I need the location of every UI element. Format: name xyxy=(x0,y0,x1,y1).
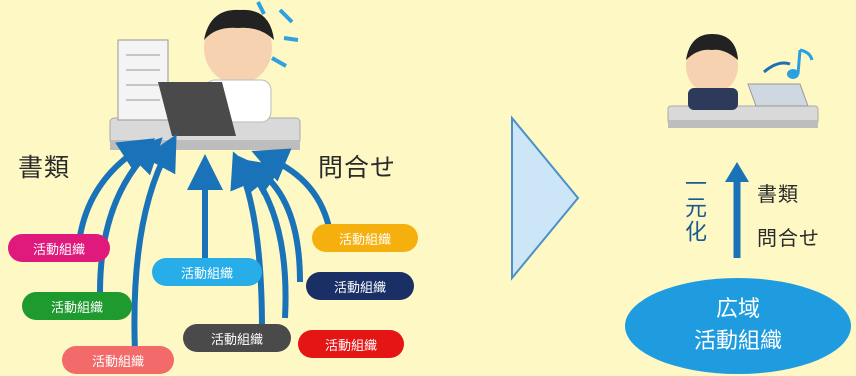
docs-label-right: 書類 xyxy=(757,182,799,206)
wide-area-org-bubble: 広域 活動組織 xyxy=(625,278,851,374)
docs-label-left: 書類 xyxy=(18,153,71,182)
bubble-line-2: 活動組織 xyxy=(693,329,782,354)
bubble-line-1: 広域 xyxy=(715,297,760,322)
arrow-3 xyxy=(131,134,177,353)
arrow-2 xyxy=(97,137,163,293)
inquiry-label-right: 問合せ xyxy=(757,226,820,250)
activity-org-tag: 活動組織 xyxy=(22,292,132,320)
activity-org-tag: 活動組織 xyxy=(8,234,110,262)
activity-org-tag: 活動組織 xyxy=(183,324,291,352)
unification-label: 一元化 xyxy=(681,172,706,244)
activity-org-tag: 活動組織 xyxy=(312,224,418,252)
activity-org-tag: 活動組織 xyxy=(306,272,414,300)
arrow-8 xyxy=(251,148,333,233)
inquiry-label-left: 問合せ xyxy=(318,153,397,182)
activity-org-tag: 活動組織 xyxy=(62,346,174,374)
activity-org-tag: 活動組織 xyxy=(298,330,404,358)
activity-org-tag: 活動組織 xyxy=(152,258,262,286)
